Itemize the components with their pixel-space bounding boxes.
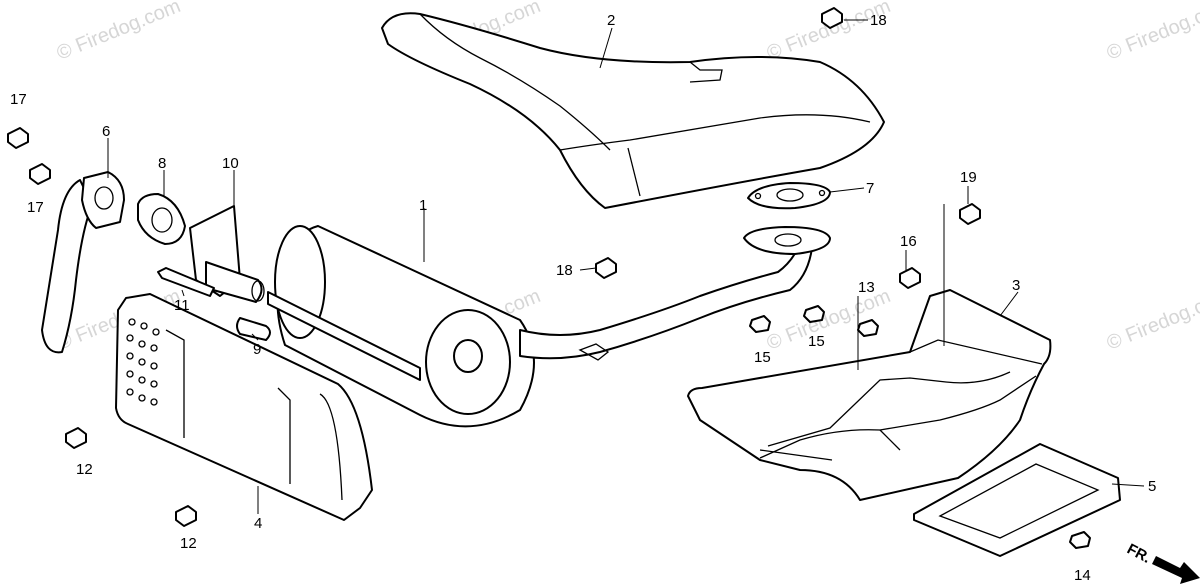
- exhaust-pipe-front: [41, 171, 125, 354]
- callout-12-lower: 12: [180, 535, 197, 552]
- callout-6: 6: [102, 123, 110, 140]
- watermark-text: © Firedog.com: [1104, 0, 1200, 65]
- spacer: [236, 317, 271, 341]
- bolt-11: [157, 267, 215, 297]
- side-heat-shield: [115, 293, 373, 521]
- callout-16: 16: [900, 233, 917, 250]
- callout-3: 3: [1012, 277, 1020, 294]
- front-direction-indicator: FR.: [1124, 541, 1200, 584]
- gasket-upper: [747, 182, 831, 210]
- callout-15-right: 15: [808, 333, 825, 350]
- front-direction-label: FR.: [1124, 541, 1153, 567]
- gasket-front: [137, 193, 186, 245]
- lower-cover: [687, 289, 1052, 501]
- callout-19: 19: [960, 169, 977, 186]
- callout-14: 14: [1074, 567, 1091, 584]
- callout-18-upper: 18: [870, 12, 887, 29]
- bottom-plate: [913, 443, 1121, 557]
- callout-18-middle: 18: [556, 262, 573, 279]
- upper-heat-shield: [381, 12, 885, 209]
- callout-7: 7: [866, 180, 874, 197]
- callout-2: 2: [607, 12, 615, 29]
- bracket: [189, 205, 265, 303]
- callout-8: 8: [158, 155, 166, 172]
- callout-9: 9: [253, 341, 261, 358]
- watermark-text: © Firedog.com: [54, 0, 184, 65]
- perforation-pattern: [126, 318, 160, 406]
- callout-4: 4: [254, 515, 262, 532]
- watermark-text: © Firedog.com: [1104, 285, 1200, 355]
- callout-12-upper: 12: [76, 461, 93, 478]
- callout-17-upper: 17: [10, 91, 27, 108]
- callout-labels: 1 2 3 4 5 6 7 8 9 10 11 12 12 13 14 15 1…: [10, 12, 1156, 584]
- muffler: [267, 225, 831, 428]
- callout-5: 5: [1148, 478, 1156, 495]
- hardware: [7, 7, 1091, 549]
- leader-lines: [107, 19, 1145, 514]
- callout-11: 11: [174, 297, 190, 314]
- callout-10: 10: [222, 155, 239, 172]
- callout-17-lower: 17: [27, 199, 44, 216]
- callout-13: 13: [858, 279, 875, 296]
- callout-1: 1: [419, 197, 427, 214]
- front-arrow-icon: [1152, 556, 1200, 584]
- callout-15-left: 15: [754, 349, 771, 366]
